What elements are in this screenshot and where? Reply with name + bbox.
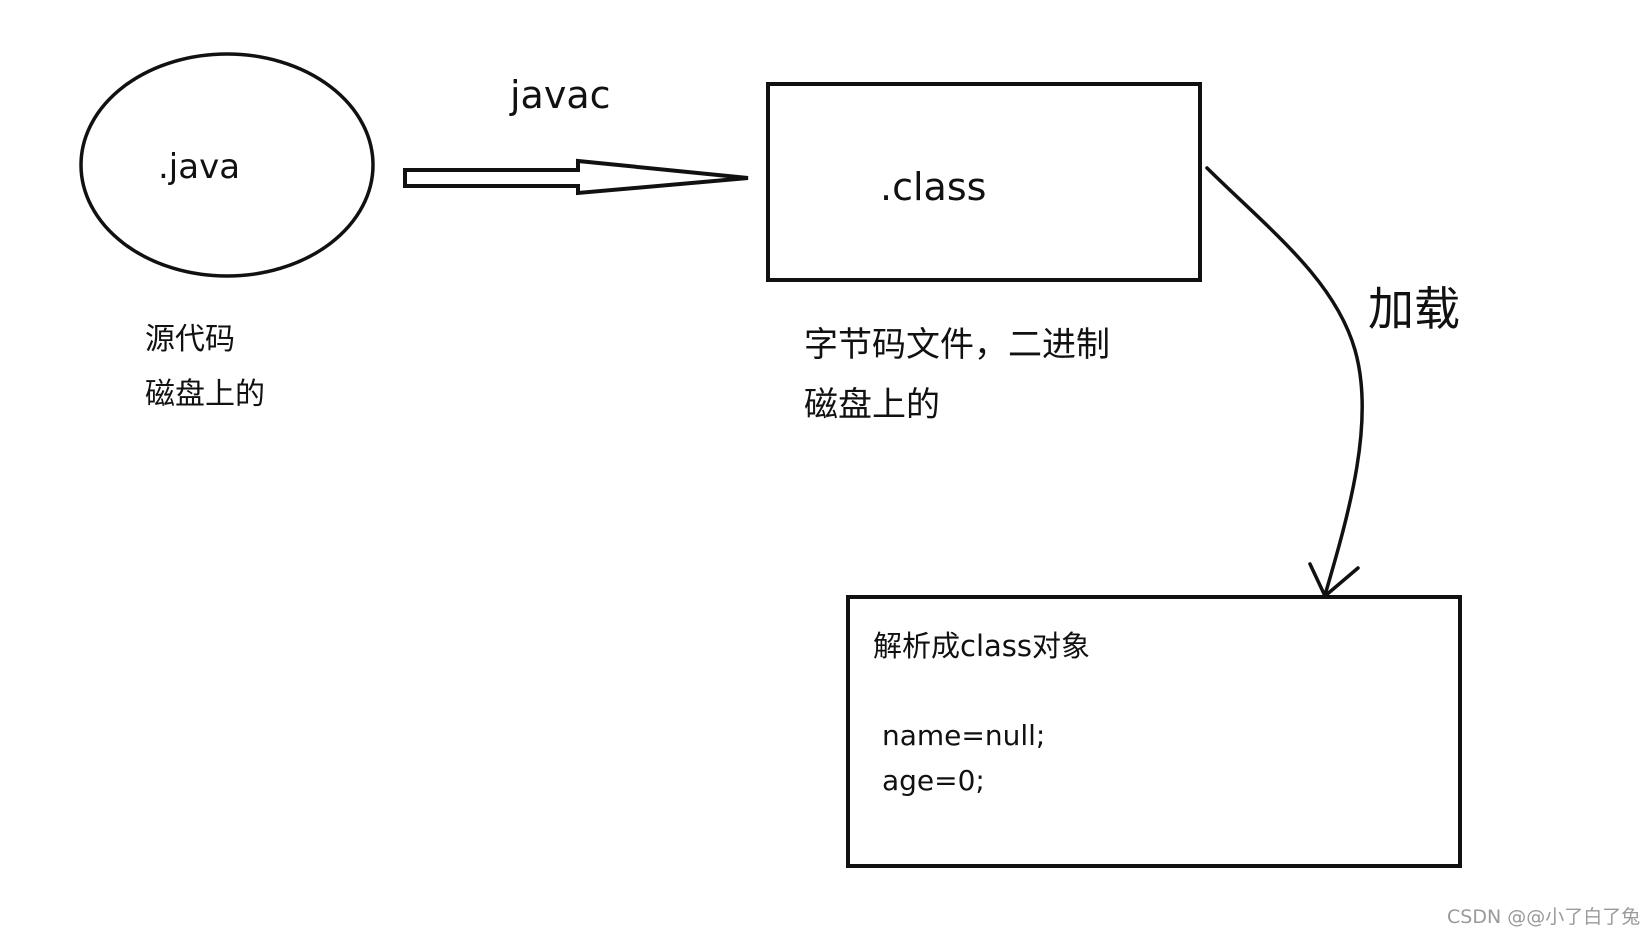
class-object-title: 解析成class对象 xyxy=(873,629,1090,663)
bytecode-caption-line-1: 字节码文件，二进制 xyxy=(804,325,1110,365)
source-caption-line-1: 源代码 xyxy=(145,322,235,357)
bytecode-file-label: .class xyxy=(880,165,987,209)
class-object-field-name: name=null; xyxy=(882,719,1046,752)
compile-edge-label: javac xyxy=(510,73,611,117)
load-edge-label: 加载 xyxy=(1368,282,1460,336)
source-file-ellipse xyxy=(79,52,375,278)
bytecode-file-box xyxy=(766,82,1202,282)
source-file-label: .java xyxy=(158,147,241,187)
load-arrow-curve xyxy=(1205,166,1365,597)
bytecode-caption-line-2: 磁盘上的 xyxy=(804,385,940,425)
source-caption-line-2: 磁盘上的 xyxy=(145,377,265,412)
class-object-field-age: age=0; xyxy=(882,764,985,797)
watermark-text: CSDN @@小了白了兔 xyxy=(1447,906,1641,928)
compile-arrow xyxy=(403,158,749,196)
class-object-box xyxy=(846,595,1462,868)
